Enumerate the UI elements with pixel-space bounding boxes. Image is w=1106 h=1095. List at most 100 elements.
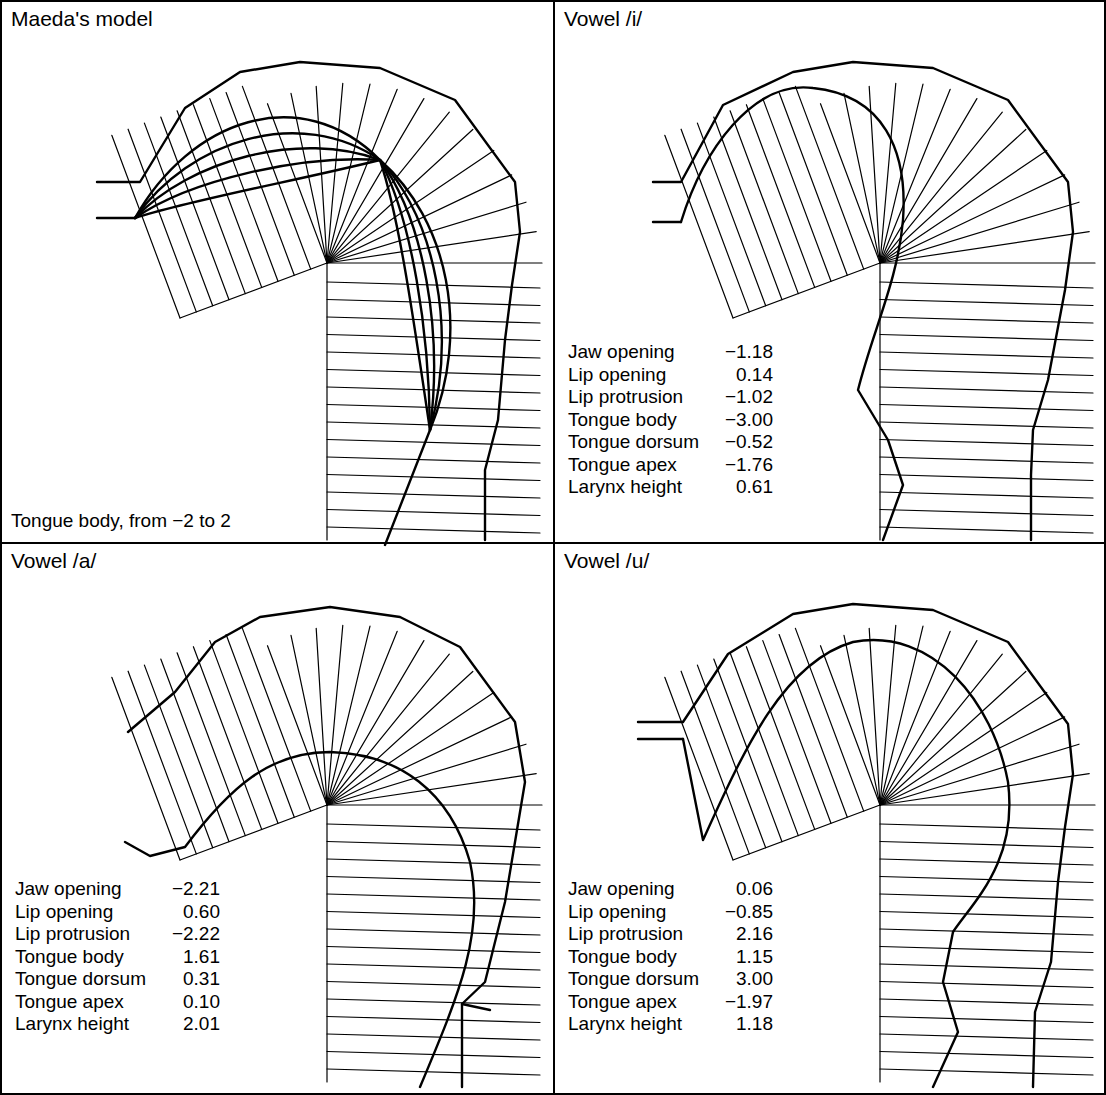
grid-line bbox=[161, 659, 229, 842]
grid-line bbox=[880, 262, 1095, 263]
grid-line bbox=[327, 824, 540, 830]
grid-line bbox=[880, 112, 1002, 263]
parameter-name: Tongue apex bbox=[566, 991, 679, 1013]
grid-line bbox=[880, 370, 1093, 376]
grid-line bbox=[880, 475, 1093, 481]
parameter-name: Lip protrusion bbox=[13, 923, 132, 945]
grid-line bbox=[880, 804, 1095, 805]
grid-line bbox=[327, 672, 473, 806]
grid-line bbox=[779, 93, 847, 276]
panel-title: Vowel /i/ bbox=[562, 7, 644, 31]
parameter-name: Jaw opening bbox=[13, 878, 124, 900]
grid-line bbox=[869, 628, 880, 805]
grid-line bbox=[144, 123, 212, 306]
grid-line bbox=[795, 86, 863, 269]
grid-line bbox=[697, 665, 765, 848]
parameter-value: −1.97 bbox=[723, 991, 775, 1013]
grid-line bbox=[327, 912, 540, 918]
grid-line bbox=[880, 387, 1093, 393]
parameter-value: −2.21 bbox=[170, 878, 222, 900]
grid-line bbox=[327, 282, 540, 288]
grid-line bbox=[326, 805, 327, 1082]
grid-line bbox=[733, 805, 880, 860]
grid-line bbox=[880, 510, 1093, 516]
vowel-i-art bbox=[653, 62, 1095, 540]
grid-line bbox=[327, 625, 343, 805]
grid-line bbox=[327, 842, 540, 848]
parameter-name: Tongue apex bbox=[566, 454, 679, 476]
grid-line bbox=[880, 1017, 1093, 1023]
grid-line bbox=[665, 135, 733, 318]
grid-line bbox=[880, 999, 1093, 1005]
grid-line bbox=[880, 202, 1079, 263]
grid-line bbox=[880, 1069, 1093, 1075]
grid-line bbox=[880, 964, 1093, 970]
grid-line bbox=[327, 1069, 540, 1075]
grid-line bbox=[880, 842, 1093, 848]
parameter-name: Lip opening bbox=[566, 364, 668, 386]
grid-line bbox=[880, 492, 1093, 498]
grid-line bbox=[316, 628, 327, 805]
grid-line bbox=[327, 693, 494, 806]
grid-line bbox=[880, 1052, 1093, 1058]
grid-line bbox=[821, 104, 881, 263]
grid-line bbox=[665, 677, 733, 860]
grid-line bbox=[880, 457, 1093, 463]
grid-line bbox=[128, 671, 196, 854]
grid-line bbox=[880, 625, 896, 805]
model-panel-art bbox=[97, 62, 542, 545]
grid-line bbox=[880, 130, 1026, 264]
parameter-value: 0.10 bbox=[181, 991, 222, 1013]
parameter-value: −1.76 bbox=[723, 454, 775, 476]
grid-line bbox=[327, 894, 540, 900]
grid-line bbox=[193, 105, 261, 288]
parameter-name: Lip opening bbox=[566, 901, 668, 923]
parameter-value: 2.16 bbox=[734, 923, 775, 945]
parameter-name: Tongue dorsum bbox=[566, 431, 701, 453]
grid-line bbox=[268, 646, 328, 805]
grid-line bbox=[697, 123, 765, 306]
parameter-name: Tongue dorsum bbox=[566, 968, 701, 990]
grid-line bbox=[681, 129, 749, 312]
parameter-name: Lip opening bbox=[13, 901, 115, 923]
parameter-name: Tongue dorsum bbox=[13, 968, 148, 990]
grid-line bbox=[730, 653, 798, 836]
grid-line bbox=[730, 111, 798, 294]
vowel-a-art bbox=[112, 607, 542, 1087]
grid-line bbox=[880, 335, 1093, 341]
grid-line bbox=[327, 440, 540, 446]
grid-line bbox=[880, 877, 1093, 883]
grid-line bbox=[144, 665, 212, 848]
grid-line bbox=[880, 929, 1093, 935]
grid-line bbox=[327, 804, 542, 805]
parameter-name: Tongue body bbox=[566, 946, 679, 968]
parameter-value: 1.18 bbox=[734, 1013, 775, 1035]
parameter-value: 3.00 bbox=[734, 968, 775, 990]
grid-line bbox=[880, 672, 1026, 806]
grid-line bbox=[112, 135, 180, 318]
grid-line bbox=[180, 805, 327, 860]
parameter-name: Tongue body bbox=[13, 946, 126, 968]
grid-line bbox=[327, 654, 449, 805]
grid-line bbox=[327, 964, 540, 970]
grid-line bbox=[327, 510, 540, 516]
grid-line bbox=[327, 929, 540, 935]
grid-line bbox=[112, 677, 180, 860]
panel-title: Vowel /u/ bbox=[562, 549, 651, 573]
parameter-value: 0.14 bbox=[734, 364, 775, 386]
parameter-name: Lip protrusion bbox=[566, 923, 685, 945]
grid-line bbox=[327, 744, 526, 805]
grid-line bbox=[733, 263, 880, 318]
parameter-value: 1.15 bbox=[734, 946, 775, 968]
grid-line bbox=[327, 457, 540, 463]
grid-line bbox=[242, 628, 310, 811]
panel-caption: Tongue body, from −2 to 2 bbox=[9, 510, 233, 532]
grid-line bbox=[880, 440, 1093, 446]
grid-line bbox=[763, 99, 831, 282]
grid-line bbox=[880, 405, 1093, 411]
grid-line bbox=[327, 202, 526, 263]
grid-line bbox=[327, 774, 536, 805]
grid-line bbox=[880, 527, 1093, 533]
parameter-value: 0.06 bbox=[734, 878, 775, 900]
grid-line bbox=[327, 262, 542, 263]
